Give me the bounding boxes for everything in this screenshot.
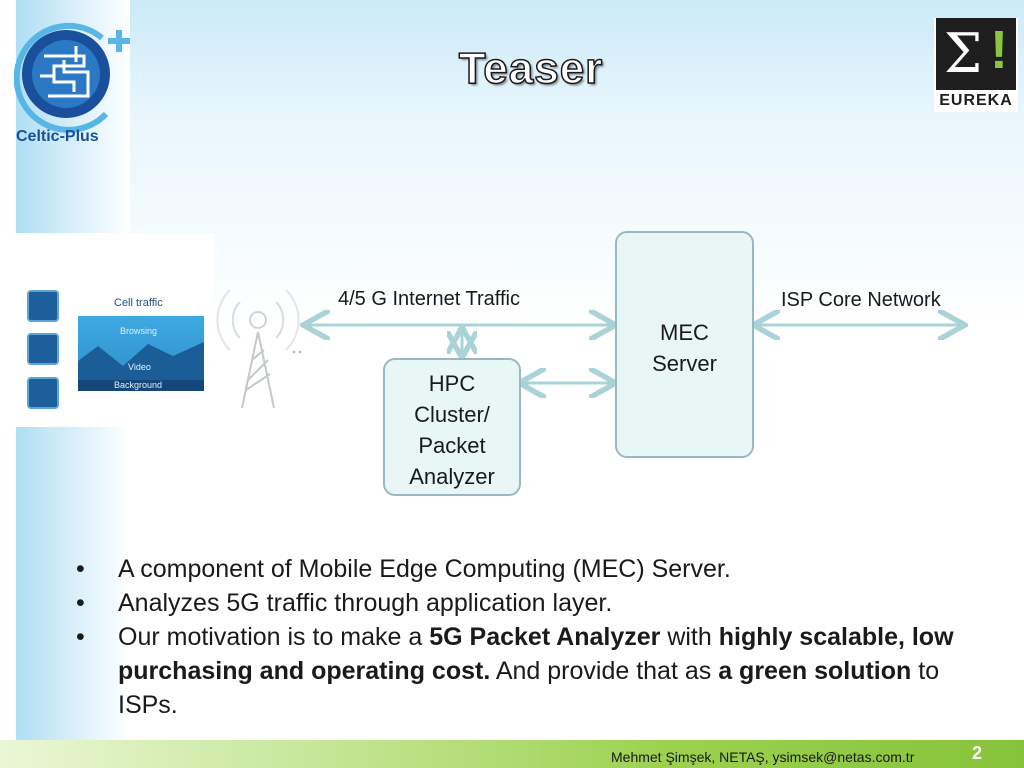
slide-title: Teaser [458, 43, 604, 94]
laptop-icon [27, 290, 59, 322]
mec-line-2: Server [652, 351, 717, 376]
mec-server-box: MEC Server [615, 231, 754, 458]
eureka-logo: Σ ! EUREKA [934, 18, 1018, 112]
bullet-text-1: A component of Mobile Edge Computing (ME… [118, 555, 731, 583]
exclamation-icon: ! [990, 20, 1008, 80]
band-background: Background [114, 380, 163, 390]
bullet-3-part-1: Our motivation is to make a [118, 623, 430, 651]
hpc-line-2: Cluster/ [414, 402, 490, 427]
bullet-3-bold-2: highly scalable, low purchasing and oper… [118, 623, 954, 685]
hpc-line-3: Packet [418, 433, 486, 458]
phone-icon [27, 333, 59, 365]
bullet-3-part-2: with [660, 623, 719, 651]
band-browsing: Browsing [120, 326, 158, 336]
isp-core-label: ISP Core Network [781, 289, 941, 311]
band-video: Video [128, 362, 151, 372]
bullet-item: • A component of Mobile Edge Computing (… [76, 552, 996, 586]
monitor-icon [27, 377, 59, 409]
hpc-cluster-box: HPC Cluster/ Packet Analyzer [383, 358, 521, 496]
celtic-plus-logo-text: Celtic-Plus [16, 128, 99, 145]
bullet-3-bold-3: a green solution [718, 657, 912, 685]
bullet-text-2: Analyzes 5G traffic through application … [118, 589, 613, 617]
bullet-dot: • [76, 589, 85, 617]
hpc-line-4: Analyzer [409, 464, 495, 489]
bullet-dot: • [76, 555, 85, 583]
bullet-3-part-4: to ISPs. [118, 657, 940, 719]
eureka-logo-text: EUREKA [939, 92, 1013, 109]
bullet-dot: • [76, 623, 85, 651]
left-white-strip [0, 0, 16, 768]
hpc-line-1: HPC [428, 371, 476, 396]
celtic-plus-logo-icon [14, 22, 130, 133]
bullet-list: • A component of Mobile Edge Computing (… [76, 552, 996, 722]
traffic-area-graphic [78, 342, 204, 391]
footer-author: Mehmet Şimşek, NETAŞ, ysimsek@netas.com.… [611, 749, 915, 765]
bullet-3-part-3: And provide that as [490, 657, 719, 685]
cell-traffic-chart: Browsing Video Background [78, 316, 204, 391]
traffic-label: 4/5 G Internet Traffic [338, 288, 520, 310]
mec-line-1: MEC [660, 320, 709, 345]
sigma-icon: Σ [944, 22, 983, 85]
bullet-item: • Our motivation is to make a 5G Packet … [76, 620, 996, 722]
bullet-item: • Analyzes 5G traffic through applicatio… [76, 586, 996, 620]
cell-traffic-title: Cell traffic [114, 297, 163, 309]
cell-tower-icon [216, 289, 302, 409]
eureka-logo-box: Σ ! [936, 18, 1016, 90]
page-number: 2 [972, 743, 983, 763]
footer-bar [0, 740, 1024, 768]
bullet-3-bold-1: 5G Packet Analyzer [429, 623, 661, 651]
